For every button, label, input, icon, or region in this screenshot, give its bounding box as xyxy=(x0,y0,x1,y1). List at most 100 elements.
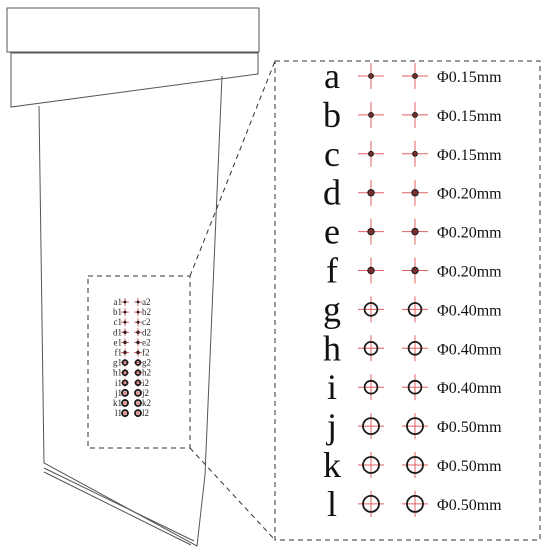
hole-h2-small-circle xyxy=(134,369,142,377)
row-letter-j: j xyxy=(325,406,337,446)
hole-f2-small-circle xyxy=(136,350,140,355)
hole-a2-small xyxy=(134,298,142,306)
small-label-j1: j1 xyxy=(114,388,122,398)
diameter-label-h: Φ0.40mm xyxy=(437,341,502,358)
hole-d2-large-circle xyxy=(411,189,419,197)
row-letter-c: c xyxy=(324,134,340,174)
hole-e2-small-circle xyxy=(136,340,140,345)
hole-k1-large-circle xyxy=(362,456,380,474)
hole-k1-small-circle xyxy=(121,399,129,407)
hole-j1-large xyxy=(358,413,384,440)
blade-body xyxy=(38,75,223,547)
hole-row-c: c Φ0.15mm xyxy=(324,134,502,174)
hole-d2-large xyxy=(402,179,428,206)
hole-j2-small-circle xyxy=(134,388,142,397)
hole-g2-small xyxy=(134,358,142,367)
small-label-i2: i2 xyxy=(142,378,149,388)
hole-i2-small xyxy=(134,378,142,387)
hole-f2-large xyxy=(402,257,428,284)
hole-l1-small xyxy=(121,409,129,418)
hole-i2-large-circle xyxy=(407,379,423,395)
hole-f1-small xyxy=(121,348,129,357)
hole-h1-large-circle xyxy=(363,340,379,356)
hole-j1-large-circle xyxy=(362,417,380,436)
part-outline xyxy=(6,7,260,547)
small-label-e2: e2 xyxy=(142,337,151,347)
hole-e2-small xyxy=(134,338,142,347)
diameter-label-j: Φ0.50mm xyxy=(437,419,502,436)
small-row-i: i1 i2 xyxy=(115,378,149,388)
hole-j2-large xyxy=(402,413,428,440)
hole-h1-small-circle xyxy=(121,369,129,377)
hole-e1-large xyxy=(358,218,384,245)
hole-h1-large xyxy=(358,335,384,362)
row-letter-a: a xyxy=(324,56,340,96)
small-label-k1: k1 xyxy=(113,398,122,408)
row-letter-h: h xyxy=(323,328,341,368)
hole-h2-small xyxy=(134,368,142,377)
detail-region-box xyxy=(87,275,191,449)
hole-l1-large xyxy=(358,490,384,517)
hole-k2-small-circle xyxy=(134,399,142,407)
hole-g1-large-circle xyxy=(363,302,379,317)
hole-l2-small xyxy=(134,409,142,418)
hole-i2-small-circle xyxy=(134,379,142,387)
row-letter-d: d xyxy=(323,173,341,213)
hole-f1-small-circle xyxy=(123,350,127,355)
small-label-i1: i1 xyxy=(115,378,122,388)
hole-b2-large-circle xyxy=(412,112,418,118)
top-flange xyxy=(10,52,259,108)
hole-f2-small xyxy=(134,348,142,357)
hole-g1-large xyxy=(358,296,384,323)
hole-d2-small-circle xyxy=(136,330,140,334)
hole-a2-large-circle xyxy=(412,73,418,79)
hole-k1-large xyxy=(358,452,384,478)
hole-row-j: j Φ0.50mm xyxy=(325,406,502,446)
diameter-label-e: Φ0.20mm xyxy=(437,225,502,242)
hole-i1-large xyxy=(358,374,384,401)
hole-c1-small-circle xyxy=(123,320,127,324)
small-label-a2: a2 xyxy=(142,297,151,307)
hole-j1-small xyxy=(121,388,129,397)
small-row-l: l1 l2 xyxy=(115,408,149,418)
hole-g2-small-circle xyxy=(134,359,142,366)
hole-f1-large xyxy=(358,257,384,284)
diameter-label-c: Φ0.15mm xyxy=(437,147,502,164)
row-letter-e: e xyxy=(324,212,340,252)
hole-i2-large xyxy=(402,374,428,401)
small-label-h1: h1 xyxy=(113,368,122,378)
hole-d1-small-circle xyxy=(123,330,127,334)
hole-l2-small-circle xyxy=(134,409,142,418)
hole-row-a: a Φ0.15mm xyxy=(324,56,502,96)
diameter-label-a: Φ0.15mm xyxy=(437,69,502,86)
hole-l2-large xyxy=(402,490,428,517)
small-row-k: k1 k2 xyxy=(113,398,151,408)
hole-l1-small-circle xyxy=(121,409,129,418)
hole-k2-large xyxy=(402,452,428,478)
small-label-e1: e1 xyxy=(114,337,123,347)
small-label-c2: c2 xyxy=(142,317,151,327)
hole-e1-small xyxy=(121,338,129,347)
hole-l2-large-circle xyxy=(406,494,424,513)
small-label-f1: f1 xyxy=(115,348,123,358)
row-letter-k: k xyxy=(323,445,341,485)
row-letter-g: g xyxy=(323,289,341,329)
small-label-l2: l2 xyxy=(142,408,149,418)
hole-d1-large-circle xyxy=(367,189,375,197)
hole-f1-large-circle xyxy=(367,266,375,275)
zoom-connector-bottom xyxy=(189,447,276,541)
small-label-l1: l1 xyxy=(115,408,122,418)
hole-e2-large-circle xyxy=(411,227,419,236)
small-label-d1: d1 xyxy=(113,327,122,337)
hole-j2-small xyxy=(134,388,142,397)
small-label-k2: k2 xyxy=(142,398,151,408)
